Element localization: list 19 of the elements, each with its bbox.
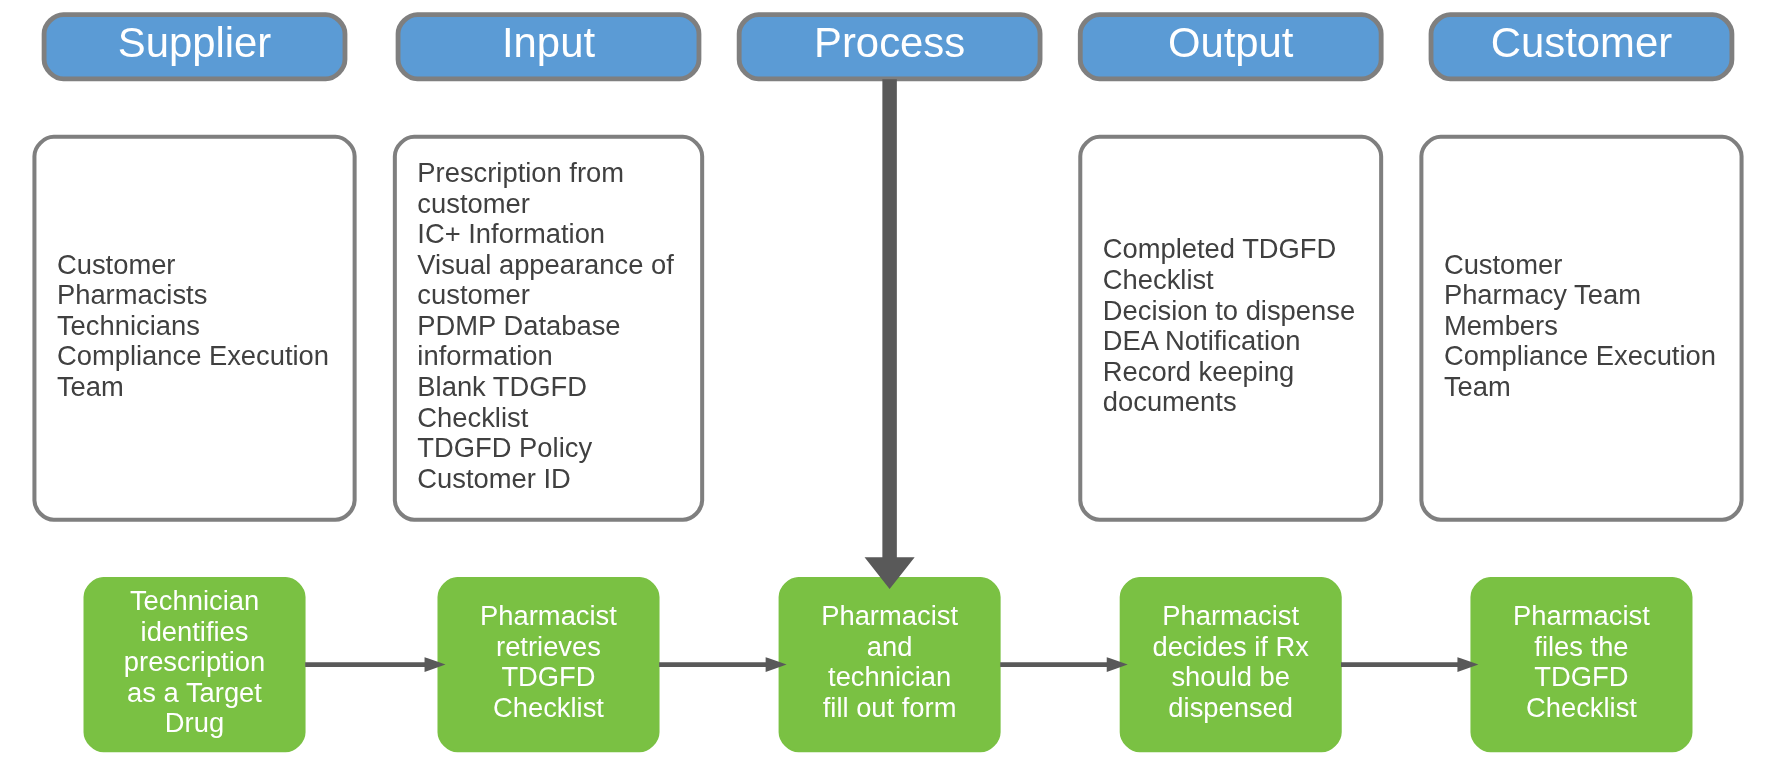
node-box: Technician identifies prescription as a Target Drug — [83, 576, 306, 753]
arrow — [658, 657, 787, 672]
node-box: Customer Pharmacy Team Members Compliance Execution Team — [1418, 134, 1744, 522]
node-box: Completed TDGFD Checklist Decision to dispense DEA Notification Record keeping documents — [1077, 134, 1383, 522]
arrow — [999, 657, 1128, 672]
node-box: Process — [736, 12, 1042, 82]
node-box: Input — [395, 12, 701, 82]
node-box: Supplier — [41, 12, 347, 82]
arrow — [864, 79, 915, 590]
node-box: Pharmacist and technician fill out form — [778, 576, 1001, 753]
arrow — [304, 657, 446, 672]
node-box: Output — [1077, 12, 1384, 82]
arrow — [1340, 657, 1478, 672]
node-box: Pharmacist decides if Rx should be dispensed — [1119, 576, 1342, 753]
node-box: Pharmacist files the TDGFD Checklist — [1469, 576, 1692, 753]
node-box: Prescription from customer IC+ Information Visual appearance of customer PDMP Database information Blank TDGFD Checklist TDGFD Policy Customer ID — [392, 134, 704, 522]
node-box: Customer — [1428, 12, 1734, 82]
node-box: Pharmacist retrieves TDGFD Checklist — [437, 576, 660, 753]
node-box: Customer Pharmacists Technicians Compliance Execution Team — [31, 134, 357, 522]
